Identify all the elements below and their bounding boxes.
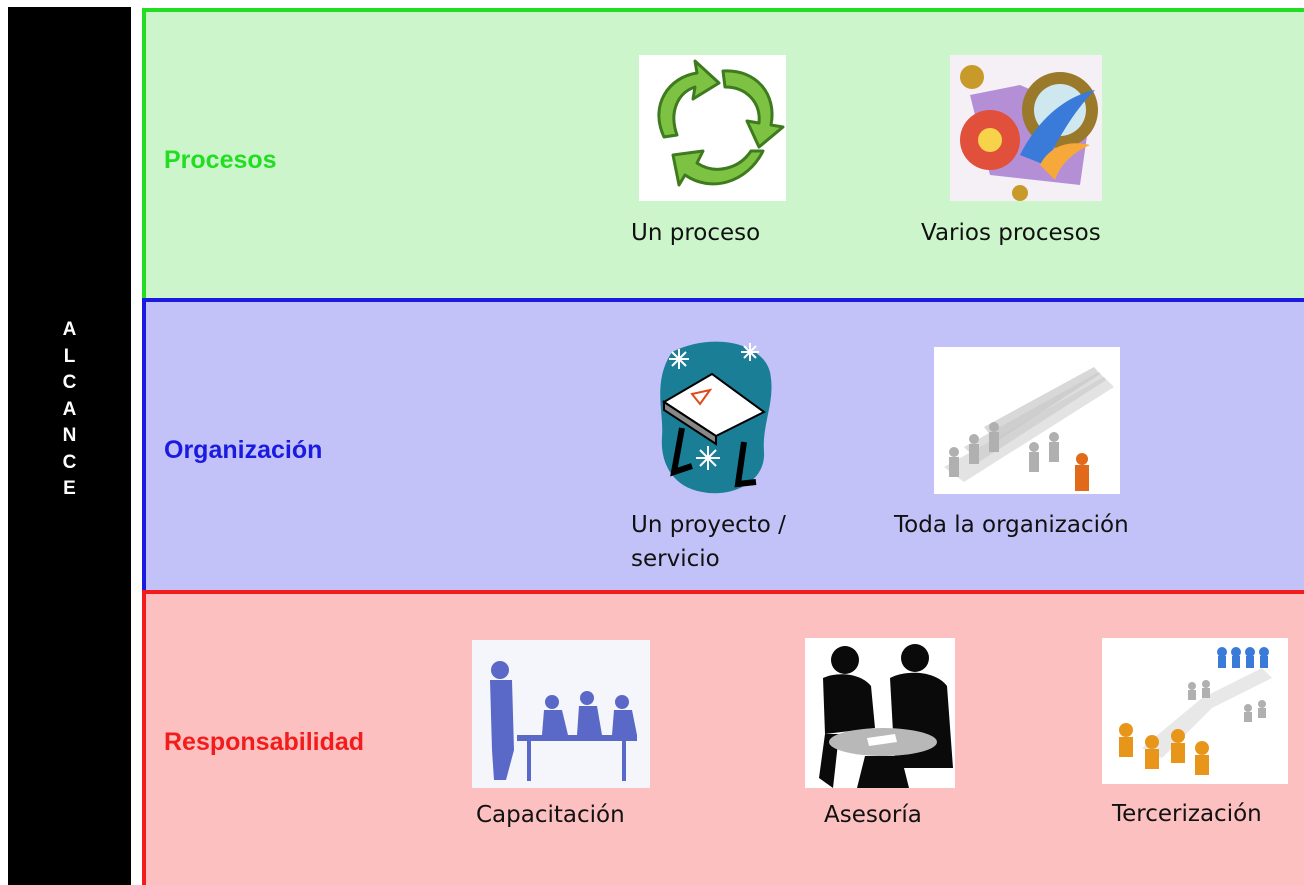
band-title-responsabilidad: Responsabilidad [164,728,365,756]
caption-toda-la-organizacion: Toda la organización [894,512,1129,538]
band-title-procesos: Procesos [164,146,277,174]
alcance-letter: C [62,451,77,473]
outsourcing-icon [1102,638,1288,784]
alcance-letter: A [62,398,77,420]
alcance-letter: A [62,319,77,340]
consulting-icon [805,638,955,788]
alcance-letter: L [63,345,76,367]
alcance-letter: C [62,372,77,393]
recycle-arrows-icon [639,55,786,201]
gears-icon [950,55,1102,201]
caption-varios-procesos: Varios procesos [921,220,1101,246]
caption-asesoria: Asesoría [824,802,922,828]
band-organizacion: Organización Un proyecto / servicio [142,298,1304,593]
alcance-vertical-label: A L C A N C E [8,317,131,503]
crowd-icon [934,347,1120,494]
caption-tercerizacion: Tercerización [1112,801,1262,827]
band-title-organizacion: Organización [164,436,323,464]
caption-un-proceso: Un proceso [631,220,761,246]
training-icon [472,640,650,788]
caption-un-proyecto-line2: servicio [631,546,720,572]
band-responsabilidad: Responsabilidad Capacitación [142,590,1304,885]
drafting-table-icon [652,332,774,496]
caption-un-proyecto-line1: Un proyecto / [631,512,786,538]
alcance-letter: N [62,425,77,446]
alcance-sidebar: A L C A N C E [8,7,131,885]
caption-capacitacion: Capacitación [476,802,625,828]
band-procesos: Procesos Un proceso Varios procesos [142,8,1304,300]
alcance-letter: E [63,478,76,499]
